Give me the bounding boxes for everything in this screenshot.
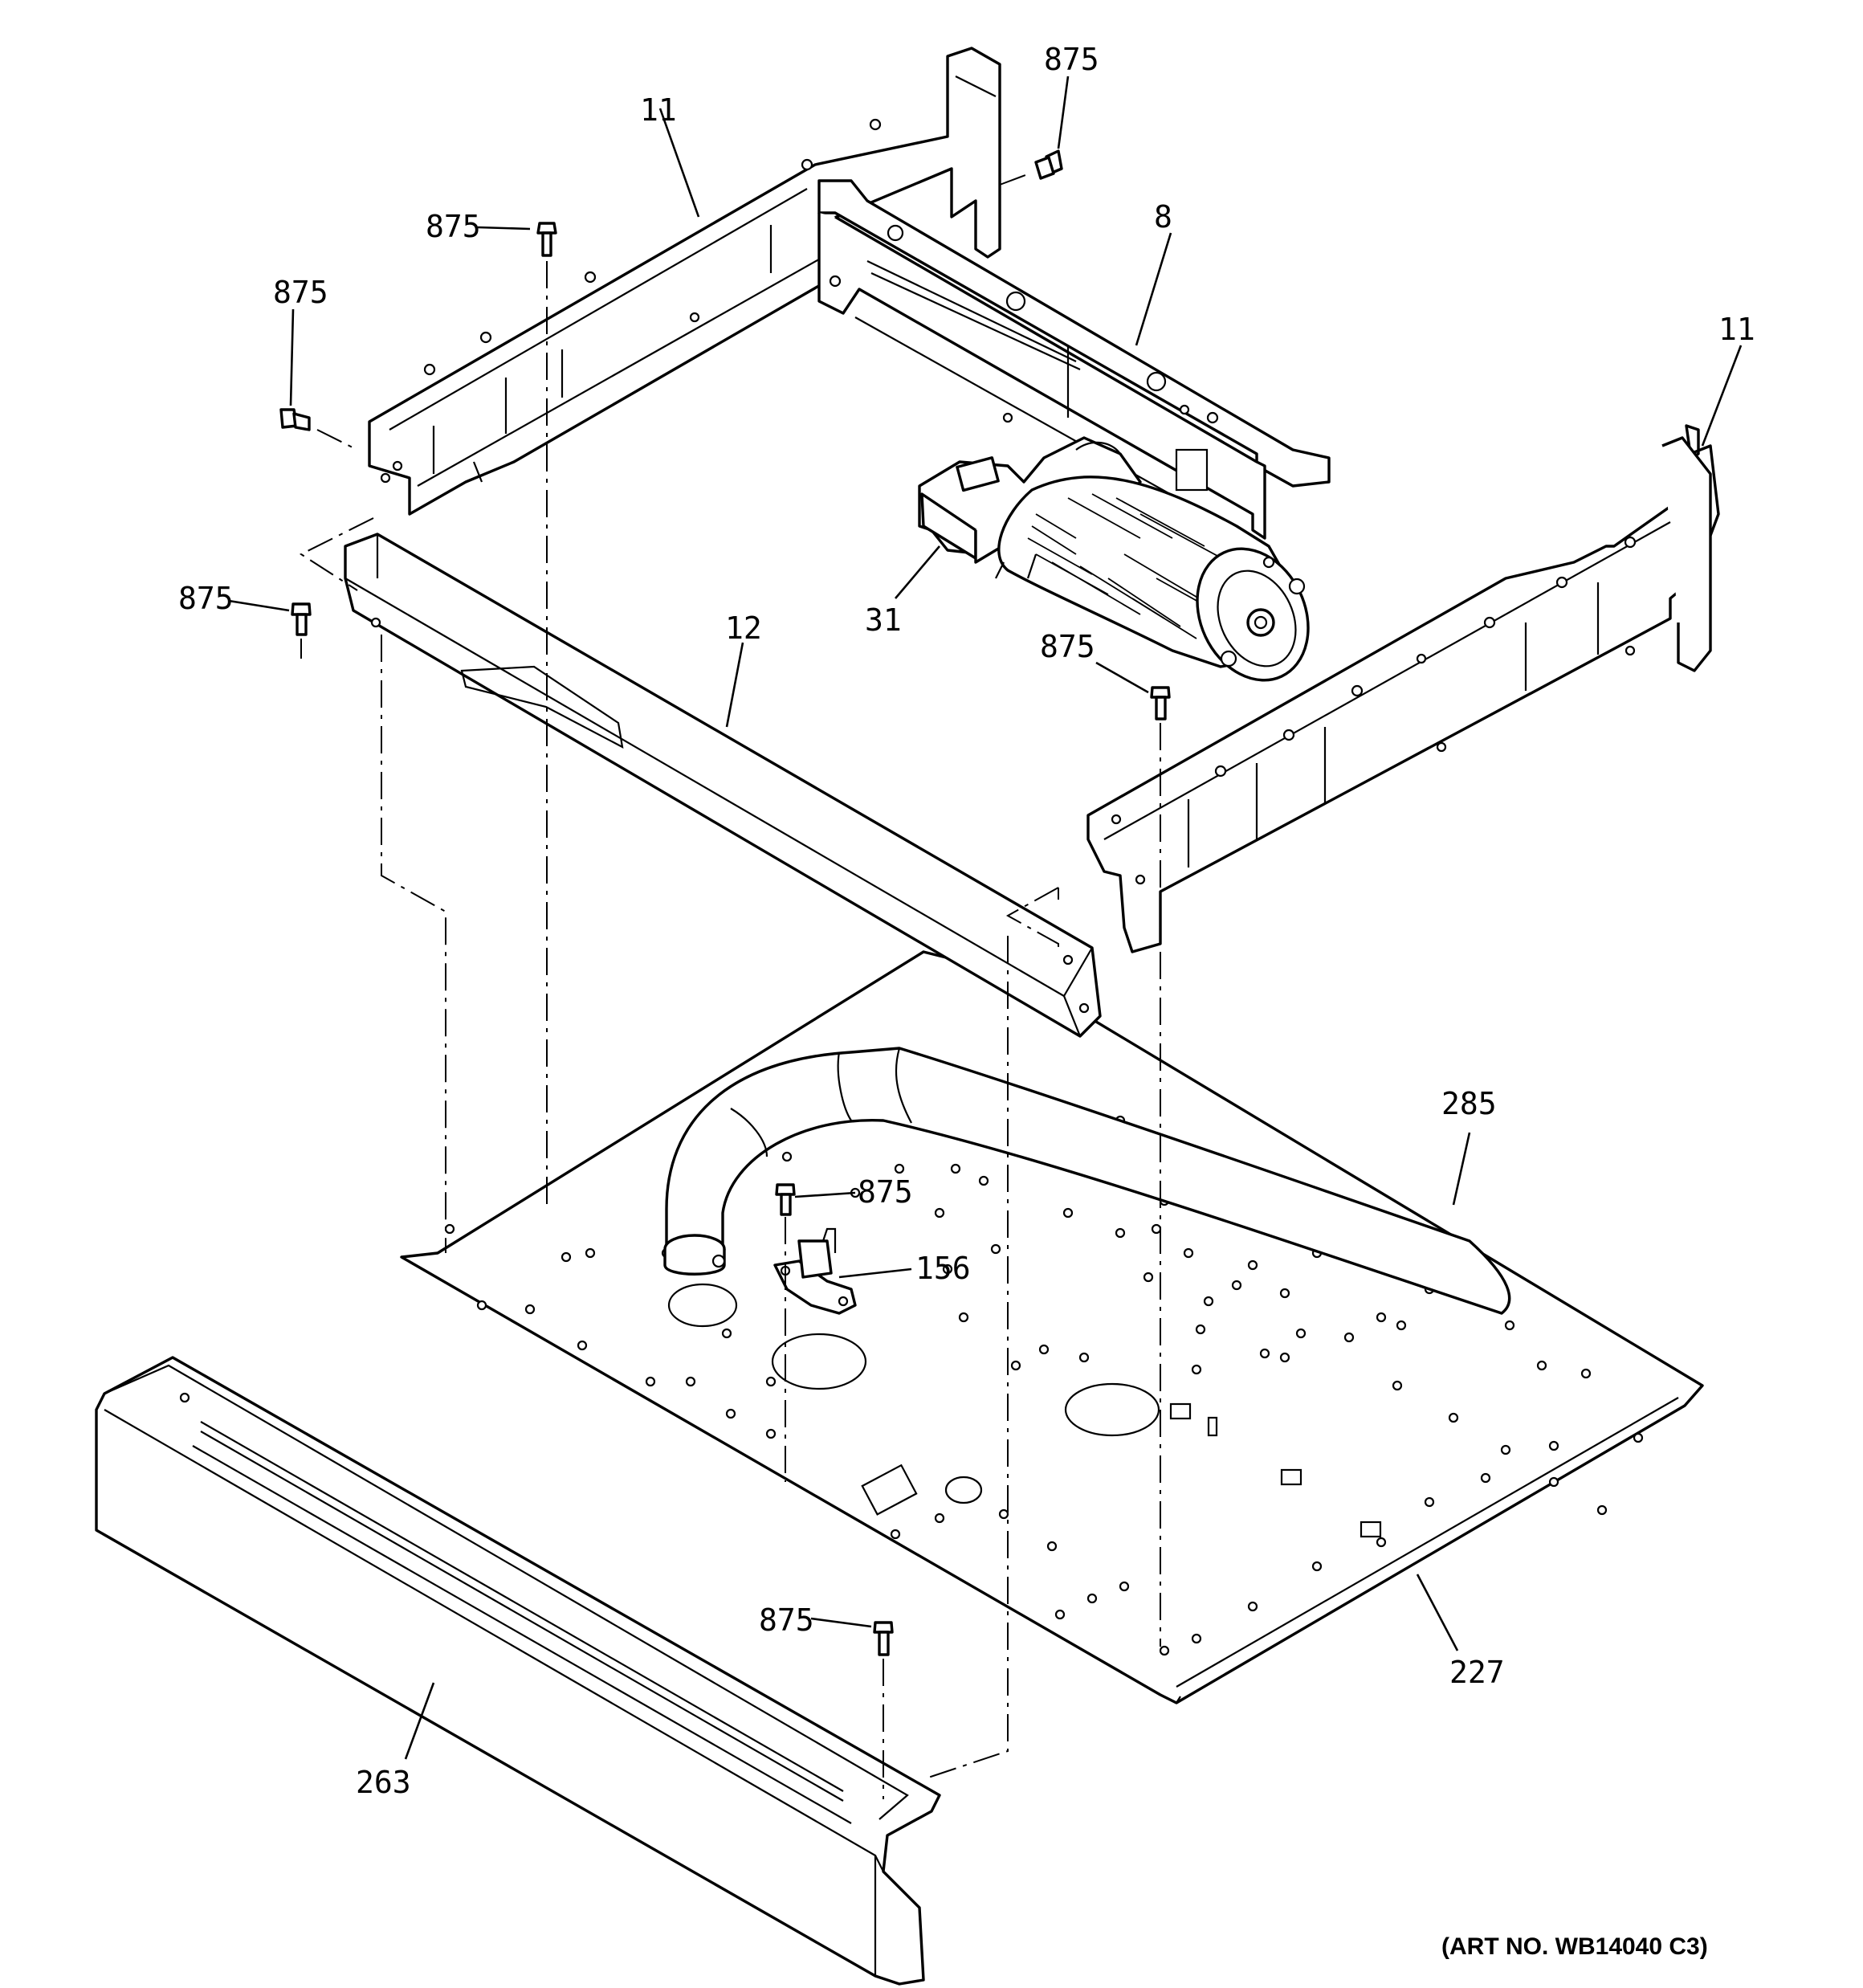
callout-875: 875 — [273, 275, 328, 310]
callout-labels: 875 11 875 8 875 11 875 31 12 875 285 87… — [178, 42, 1755, 1800]
screw-icon — [1150, 686, 1171, 720]
callout-8: 8 — [1154, 199, 1172, 235]
callout-875: 875 — [858, 1174, 913, 1210]
callout-227: 227 — [1449, 1655, 1505, 1690]
blower-fan-31 — [918, 436, 1310, 682]
callout-875: 875 — [1040, 629, 1095, 664]
callout-875: 875 — [759, 1602, 814, 1638]
callout-875: 875 — [426, 209, 481, 244]
leader-lines — [228, 76, 1743, 1760]
front-trim-263 — [95, 1356, 941, 1986]
cross-bar-12 — [344, 533, 1102, 1038]
callout-875: 875 — [1044, 42, 1099, 77]
callout-263: 263 — [356, 1765, 411, 1800]
side-bracket-11-left — [368, 47, 1001, 516]
side-bracket-11-right — [1086, 424, 1720, 953]
thermostat-156 — [773, 1227, 857, 1315]
screw-icon — [291, 602, 312, 636]
screw-icon — [536, 222, 557, 257]
screw-icon — [775, 1183, 796, 1216]
panel-small-holes — [444, 1115, 1644, 1656]
screw-icon — [1034, 149, 1063, 180]
blower-wheel-fins — [1027, 493, 1237, 639]
bottom-panel-227 — [400, 950, 1704, 1704]
callout-12: 12 — [725, 610, 762, 646]
art-number: (ART NO. WB14040 C3) — [1441, 1933, 1708, 1960]
callout-31: 31 — [865, 602, 902, 638]
callout-11: 11 — [640, 92, 677, 128]
callout-156: 156 — [915, 1251, 971, 1286]
assembly-lines — [299, 172, 1161, 1799]
callout-11: 11 — [1718, 312, 1755, 347]
callout-285: 285 — [1441, 1086, 1497, 1121]
screw-icon — [873, 1621, 894, 1656]
air-duct-285 — [663, 1047, 1511, 1315]
frame-8 — [817, 179, 1331, 540]
callout-875: 875 — [178, 581, 234, 616]
screw-icon — [279, 408, 311, 431]
screws-875 — [279, 149, 1171, 1656]
